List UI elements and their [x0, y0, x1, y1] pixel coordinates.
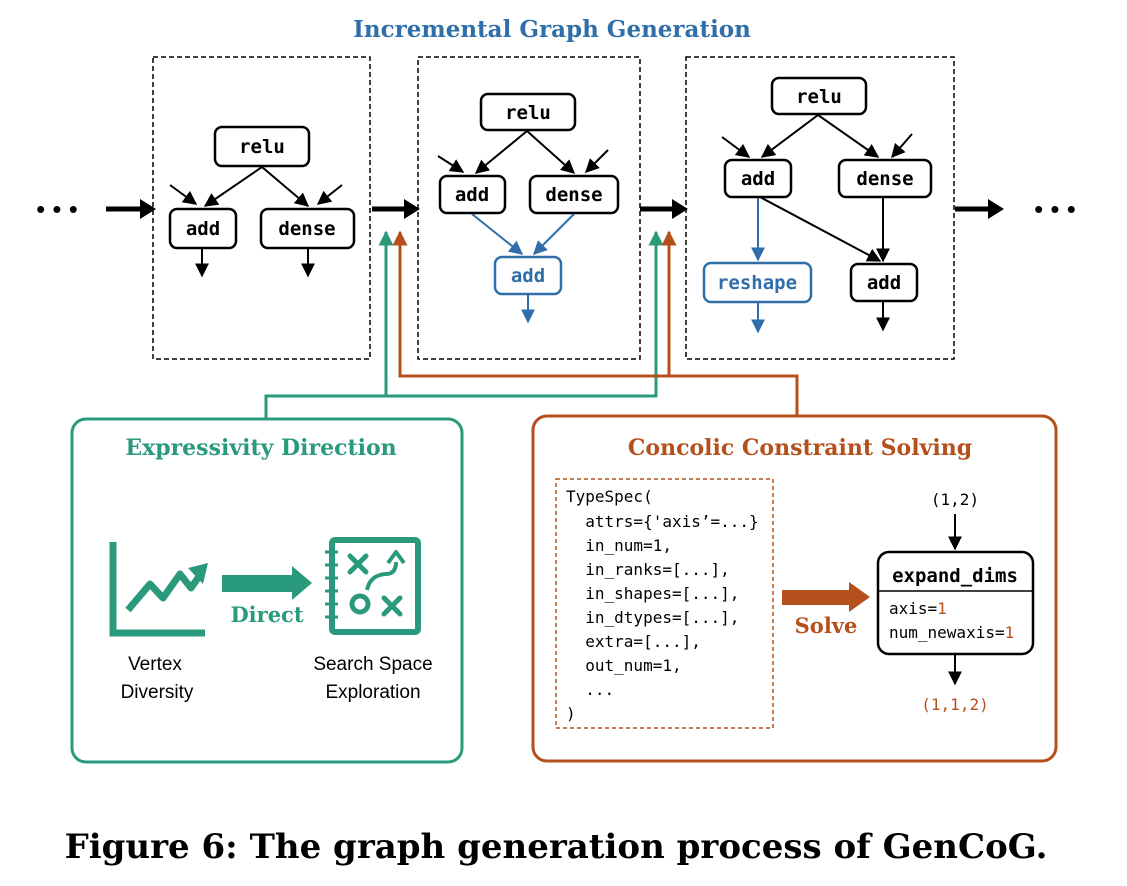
panel2-new-add-label: add — [511, 265, 545, 287]
panel1-edges — [169, 166, 343, 278]
typespec-code: TypeSpec( attrs={'axis’=...} in_num=1, i… — [566, 487, 759, 723]
expand-dims-title: expand_dims — [892, 565, 1018, 587]
attr-numnewaxis-value: 1 — [1005, 623, 1015, 642]
panel2-add-label: add — [455, 184, 489, 206]
panel3-relu-node — [770, 76, 868, 116]
expressivity-feedback-lines — [264, 230, 664, 418]
output-shape-label: (1,1,2) — [921, 695, 988, 714]
panel2-relu-node — [479, 92, 577, 132]
input-shape-label: (1,2) — [931, 490, 979, 509]
concolic-title: Concolic Constraint Solving — [628, 435, 972, 461]
direct-label: Direct — [230, 602, 303, 627]
expressivity-title: Expressivity Direction — [125, 435, 396, 461]
typespec-line: in_ranks=[...], — [566, 560, 730, 579]
typespec-line: in_shapes=[...], — [566, 584, 739, 603]
typespec-line: ) — [566, 704, 576, 723]
panel2-add-node — [438, 174, 507, 215]
panel1-dense-label: dense — [278, 218, 335, 240]
graph-panel-2 — [417, 56, 641, 360]
attr-axis-key: axis= — [889, 599, 937, 618]
strategy-board-icon — [325, 537, 421, 635]
panel3-add2-node — [849, 262, 919, 303]
typespec-line: extra=[...], — [566, 632, 701, 651]
search-space-line2: Exploration — [325, 682, 420, 703]
concolic-feedback-lines — [392, 230, 799, 416]
typespec-line: in_num=1, — [566, 536, 672, 555]
panel3-add2-label: add — [867, 272, 901, 294]
typespec-line: ... — [566, 680, 614, 699]
direct-arrow — [222, 566, 312, 600]
panel1-relu-node — [213, 125, 311, 168]
figure-caption: Figure 6: The graph generation process o… — [65, 827, 1048, 867]
graph-panel-1 — [152, 56, 371, 360]
solve-arrow — [782, 582, 870, 612]
top-title: Incremental Graph Generation — [353, 16, 751, 43]
panel2-dense-node — [528, 174, 620, 215]
panel2-new-add-node — [493, 255, 563, 296]
graph-panel-3 — [685, 56, 955, 360]
ellipsis-left: • • • — [36, 194, 78, 224]
expand-dims-attr-numnewaxis: num_newaxis=1 — [889, 623, 1014, 642]
panel3-dense-node — [837, 158, 933, 199]
solve-label: Solve — [795, 613, 858, 638]
panel2-new-edges — [471, 213, 575, 324]
vertex-diversity-line1: Vertex — [128, 654, 182, 675]
attr-numnewaxis-key: num_newaxis= — [889, 623, 1005, 642]
panel3-reshape-label: reshape — [717, 272, 797, 294]
panel1-relu-label: relu — [239, 136, 285, 158]
expand-dims-attr-axis: axis=1 — [889, 599, 947, 618]
typespec-line: attrs={'axis’=...} — [566, 512, 759, 531]
typespec-line: out_num=1, — [566, 656, 682, 675]
attr-axis-value: 1 — [937, 599, 947, 618]
ellipsis-right: • • • — [1034, 194, 1076, 224]
flow-arrowheads — [140, 199, 1004, 219]
trend-chart-icon — [109, 542, 208, 637]
panel3-relu-label: relu — [796, 86, 842, 108]
panel3-reshape-node — [702, 261, 813, 304]
panel1-dense-node — [259, 207, 356, 250]
expand-dims-node — [876, 550, 1035, 656]
typespec-line: TypeSpec( — [566, 487, 653, 506]
panel1-add-label: add — [186, 218, 220, 240]
panel3-add-label: add — [741, 168, 775, 190]
panel2-edges — [437, 130, 609, 174]
panel2-relu-label: relu — [505, 102, 551, 124]
vertex-diversity-line2: Diversity — [121, 682, 194, 703]
typespec-line: in_dtypes=[...], — [566, 608, 739, 627]
panel3-edges — [721, 114, 913, 332]
panel1-add-node — [168, 207, 238, 250]
panel2-dense-label: dense — [545, 184, 602, 206]
typespec-box — [555, 478, 774, 729]
search-space-line1: Search Space — [313, 654, 432, 675]
panel3-dense-label: dense — [856, 168, 913, 190]
panel3-add-node — [723, 158, 793, 199]
